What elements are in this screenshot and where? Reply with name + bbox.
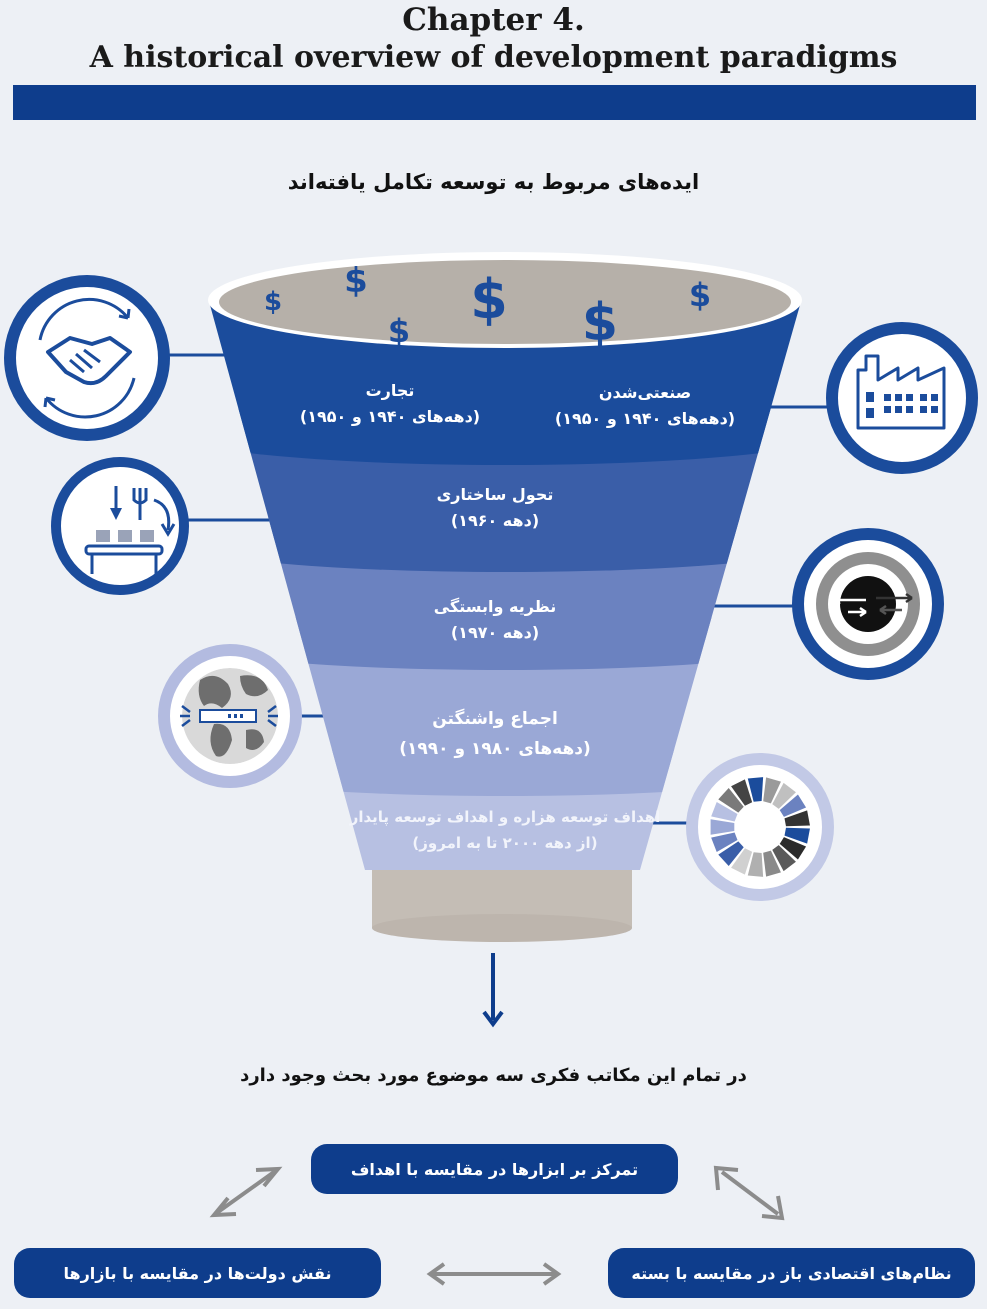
layer-structural-period: (دهه ۱۹۶۰) [395,508,595,534]
layer-industrialization-period: (دهه‌های ۱۹۴۰ و ۱۹۵۰) [545,406,745,432]
dollar-icon: $ [344,261,368,301]
common-themes-text: در تمام این مکاتب فکری سه موضوع مورد بحث… [0,1065,987,1086]
layer-sdg: اهداف توسعه هزاره و اهداف توسعه پایدار (… [345,804,665,856]
layer-dependency-label: نظریه وابستگی [395,594,595,620]
layer-structural: تحول ساختاری (دهه ۱۹۶۰) [395,482,595,534]
layer-trade-label: تجارت [290,378,490,404]
dollar-icon: $ [470,268,508,331]
layer-trade: تجارت (دهه‌های ۱۹۴۰ و ۱۹۵۰) [290,378,490,430]
dollar-icon: $ [388,312,410,350]
theme-state-vs-market: نقش دولت‌ها در مقایسه با بازارها [14,1248,381,1298]
layer-industrialization: صنعتی‌شدن (دهه‌های ۱۹۴۰ و ۱۹۵۰) [545,380,745,432]
handshake-icon [10,281,164,435]
sdg-wheel-icon [692,759,828,895]
dollar-icon: $ [264,287,282,317]
layer-washington-period: (دهه‌های ۱۹۸۰ و ۱۹۹۰) [370,734,620,764]
factory-icon [832,328,972,468]
dollar-icon: $ [582,293,618,353]
layer-sdg-label: اهداف توسعه هزاره و اهداف توسعه پایدار [345,804,665,830]
funnel-base [372,868,632,942]
layer-washington-label: اجماع واشنگتن [370,704,620,734]
globe-icon [164,650,296,782]
double-arrow-left [214,1169,278,1215]
double-arrow-right [716,1168,782,1218]
dollar-icon: $ [689,276,711,314]
layer-dependency: نظریه وابستگی (دهه ۱۹۷۰) [395,594,595,646]
layer-industrialization-label: صنعتی‌شدن [545,380,745,406]
down-arrow-icon [484,953,502,1024]
conveyor-icon [56,462,184,590]
theme-open-vs-closed: نظام‌های اقتصادی باز در مقایسه با بسته [608,1248,975,1298]
layer-sdg-period: (از دهه ۲۰۰۰ تا به امروز) [345,830,665,856]
core-periphery-icon [798,534,938,674]
layer-trade-period: (دهه‌های ۱۹۴۰ و ۱۹۵۰) [290,404,490,430]
layer-washington: اجماع واشنگتن (دهه‌های ۱۹۸۰ و ۱۹۹۰) [370,704,620,764]
layer-dependency-period: (دهه ۱۹۷۰) [395,620,595,646]
double-arrow-bottom [430,1264,558,1284]
theme-tools-vs-goals: تمرکز بر ابزارها در مقایسه با اهداف [311,1144,678,1194]
layer-structural-label: تحول ساختاری [395,482,595,508]
